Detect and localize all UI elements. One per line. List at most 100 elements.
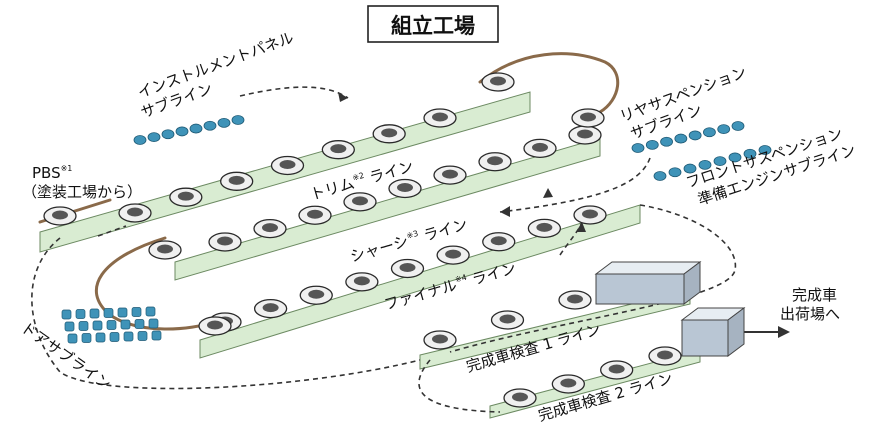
arrow-head-exit xyxy=(778,326,790,338)
rear-susp-part xyxy=(660,136,673,147)
car-body xyxy=(423,330,457,350)
inspection-booths xyxy=(594,261,746,357)
instrument-panel-part xyxy=(231,115,245,125)
car-body xyxy=(253,298,288,319)
car-cabin xyxy=(432,112,448,122)
front-susp-part xyxy=(653,171,667,181)
car-body xyxy=(372,124,406,144)
car-cabin xyxy=(445,249,462,259)
door-part xyxy=(78,321,89,331)
car-cabin xyxy=(582,209,598,219)
car-body xyxy=(270,155,305,176)
car-cabin xyxy=(560,378,577,388)
pbs-note: ※1 xyxy=(61,164,73,173)
car-body xyxy=(343,192,377,212)
inspection-booth-1-top xyxy=(594,261,702,275)
car-body xyxy=(253,218,287,239)
car-cabin xyxy=(262,223,278,233)
final-note: ※4 xyxy=(454,273,468,285)
title-box xyxy=(367,5,499,43)
door-part xyxy=(106,320,117,330)
car-body xyxy=(298,205,332,225)
instrument-panel-part xyxy=(217,117,231,128)
flow-pbs xyxy=(97,225,127,237)
car-body xyxy=(169,187,203,207)
car-cabin xyxy=(177,191,194,201)
door-part xyxy=(148,318,159,329)
car-body xyxy=(43,206,77,226)
car-body xyxy=(220,171,254,191)
car-cabin xyxy=(352,196,368,206)
car-cabin xyxy=(228,175,245,185)
car-body xyxy=(436,245,470,265)
instrument-panel-part xyxy=(161,129,175,140)
rear-susp-part xyxy=(717,124,731,135)
car-body xyxy=(648,346,682,366)
car-body xyxy=(600,360,634,380)
arrow-head-chassis xyxy=(500,206,510,217)
inspection-booth-2-side xyxy=(727,307,745,357)
car-body xyxy=(118,203,152,223)
car-cabin xyxy=(308,289,325,299)
rear-susp-part xyxy=(645,139,659,150)
car-body xyxy=(208,232,242,252)
door-part xyxy=(61,309,72,320)
inspection-1-platform xyxy=(419,289,691,370)
door-part xyxy=(103,308,114,318)
car-cabin xyxy=(353,276,370,286)
car-body xyxy=(482,232,516,252)
car-body xyxy=(390,258,425,279)
car-cabin xyxy=(580,112,596,122)
door-part xyxy=(151,330,162,341)
car-body xyxy=(198,316,232,336)
arrow-head-rear xyxy=(543,188,553,198)
door-part xyxy=(123,331,134,342)
door-part xyxy=(75,309,86,319)
door-part xyxy=(120,319,131,330)
trim-note: ※2 xyxy=(351,171,365,183)
door-part xyxy=(67,333,78,344)
trim-loop-conveyor xyxy=(478,52,620,114)
door-part xyxy=(95,332,106,343)
flow-inspection-loop xyxy=(418,359,501,413)
inspection-booth-2-front xyxy=(681,319,729,357)
label-completed: 完成車 出荷場へ xyxy=(780,286,840,323)
door-part xyxy=(131,307,142,317)
car-body xyxy=(551,374,585,394)
door-part xyxy=(109,332,120,342)
car-body xyxy=(571,108,605,128)
inspection-booth-1-side xyxy=(683,261,701,305)
car-cabin xyxy=(207,320,223,330)
rear-susp-part xyxy=(703,127,716,138)
car-body xyxy=(558,290,592,310)
car-body xyxy=(503,388,537,408)
label-rear-susp: リヤサスペンション サブライン xyxy=(617,63,749,143)
car-body xyxy=(490,310,525,330)
car-cabin xyxy=(512,392,528,402)
completed-car-label: 完成車 xyxy=(792,286,837,304)
car-body xyxy=(478,152,512,172)
car-cabin xyxy=(330,144,347,154)
car-cabin xyxy=(432,334,448,344)
front-susp-part xyxy=(743,148,757,159)
car-cabin xyxy=(536,222,553,232)
car-body xyxy=(568,125,602,145)
inspection-booth-1-front xyxy=(595,273,685,305)
flow-door-subline xyxy=(31,237,421,390)
pbs-label: PBS※1 xyxy=(32,164,72,182)
car-cabin xyxy=(490,236,507,246)
rear-susp-part xyxy=(631,143,645,153)
car-body xyxy=(423,108,457,128)
rear-susp-part xyxy=(688,130,702,141)
car-cabin xyxy=(381,128,398,138)
door-part xyxy=(64,321,75,332)
door-part xyxy=(81,333,92,343)
to-shipping-label: 出荷場へ xyxy=(780,305,840,323)
car-bodies xyxy=(43,72,682,408)
sub-line-parts xyxy=(61,115,772,344)
door-part xyxy=(92,320,103,331)
flow-rear-to-chassis xyxy=(499,157,651,213)
car-cabin xyxy=(499,314,516,324)
rear-susp-part xyxy=(731,121,745,131)
